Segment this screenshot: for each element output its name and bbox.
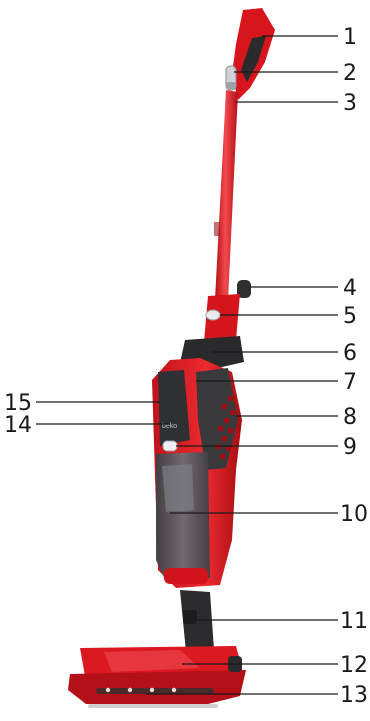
callout-9: 9 — [343, 435, 357, 460]
callout-3: 3 — [343, 91, 357, 116]
callout-12: 12 — [340, 653, 368, 678]
floor-head-base — [68, 670, 246, 704]
vacuum-illustration: beko — [68, 8, 275, 708]
callout-10: 10 — [340, 502, 368, 527]
bin-release-button — [163, 441, 177, 451]
bin-filter — [162, 464, 194, 512]
callout-1: 1 — [343, 25, 357, 50]
callout-8: 8 — [343, 405, 357, 430]
callout-13: 13 — [340, 683, 368, 708]
head-shadow — [88, 704, 218, 708]
callout-14: 14 — [4, 413, 32, 438]
callout-11: 11 — [340, 609, 368, 634]
callout-5: 5 — [343, 304, 357, 329]
callout-6: 6 — [343, 341, 357, 366]
tube-label — [214, 222, 220, 236]
callout-7: 7 — [343, 370, 357, 395]
main-tube — [215, 90, 238, 300]
callout-4: 4 — [343, 276, 357, 301]
bin-base — [164, 568, 208, 584]
neck-joint — [183, 610, 197, 624]
callout-2: 2 — [343, 61, 357, 86]
release-button — [206, 310, 220, 320]
speed-button — [226, 82, 236, 90]
callout-15: 15 — [4, 391, 32, 416]
led-strip — [96, 688, 214, 694]
